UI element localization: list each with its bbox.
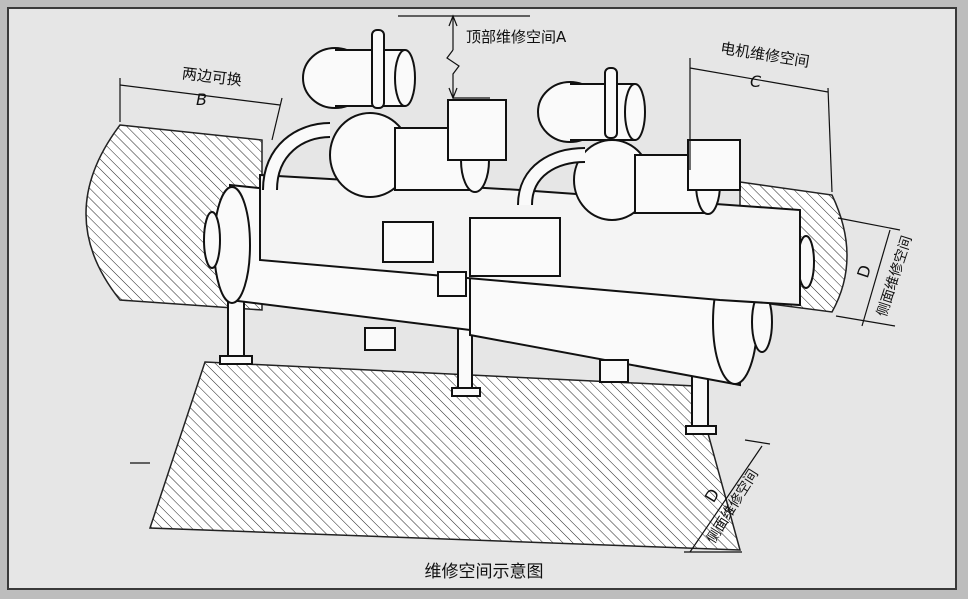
chiller-unit: [203, 29, 815, 435]
top-space-label: 顶部维修空间A: [466, 28, 567, 46]
dimension-c-label: C: [750, 72, 762, 91]
dimension-b-label: B: [196, 90, 207, 109]
dimension-lines: [119, 14, 901, 553]
diagram-caption: 维修空间示意图: [424, 562, 544, 582]
bottom-hatch-zone: [148, 361, 741, 551]
